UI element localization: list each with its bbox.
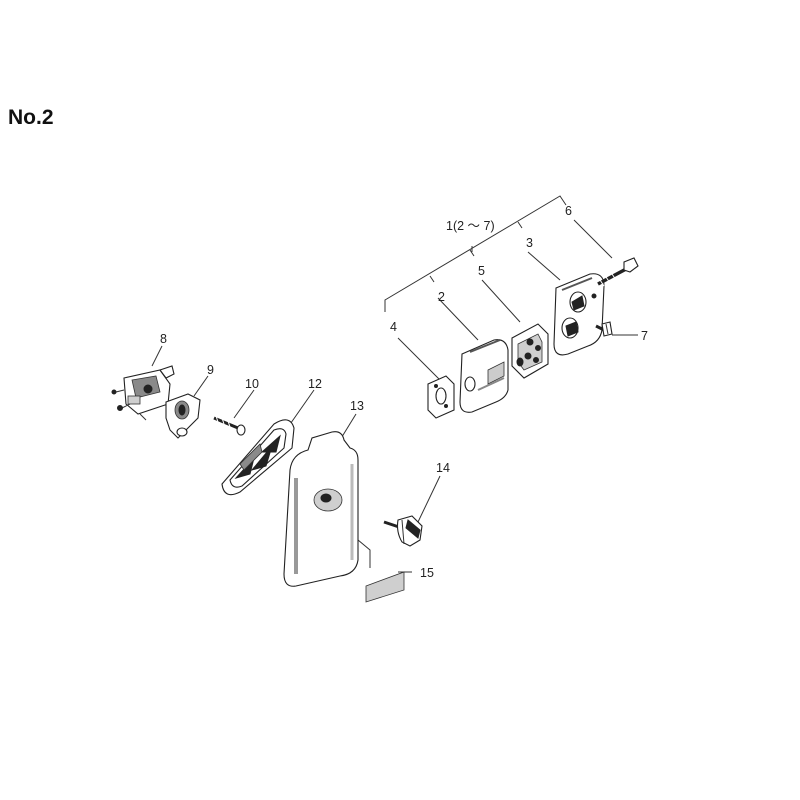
callout-labels: 1(2 ～ 7) 2 3 4 5 6 7 8 9 10 12 13 14 15 xyxy=(160,204,648,580)
part-2-muffler-body xyxy=(459,339,509,413)
callout-5: 5 xyxy=(478,264,485,278)
part-10-bolt xyxy=(213,415,246,436)
part-14-knob xyxy=(383,515,423,547)
part-4-gasket xyxy=(427,375,455,419)
part-12-air-filter xyxy=(221,419,295,496)
callout-10: 10 xyxy=(245,377,259,391)
callout-7: 7 xyxy=(641,329,648,343)
callout-6: 6 xyxy=(565,204,572,218)
part-3-muffler-cover xyxy=(553,273,605,356)
assembly-bracket xyxy=(384,195,567,312)
callout-8: 8 xyxy=(160,332,167,346)
part-8-carburetor xyxy=(111,365,175,421)
part-15-label xyxy=(365,571,405,603)
callout-14: 14 xyxy=(436,461,450,475)
callout-1: 1(2 ～ 7) xyxy=(446,219,495,233)
callout-9: 9 xyxy=(207,363,214,377)
part-5-spacer xyxy=(511,323,549,379)
callout-4: 4 xyxy=(390,320,397,334)
callout-13: 13 xyxy=(350,399,364,413)
part-9-insulator xyxy=(165,393,201,439)
callout-15: 15 xyxy=(420,566,434,580)
part-7-screw xyxy=(595,321,613,337)
callout-2: 2 xyxy=(438,290,445,304)
leader-lines xyxy=(151,219,638,573)
callout-12: 12 xyxy=(308,377,322,391)
diagram-title: No.2 xyxy=(8,106,54,129)
part-13-air-cleaner-cover xyxy=(283,431,359,587)
part-6-bolt xyxy=(597,257,639,287)
callout-3: 3 xyxy=(526,236,533,250)
